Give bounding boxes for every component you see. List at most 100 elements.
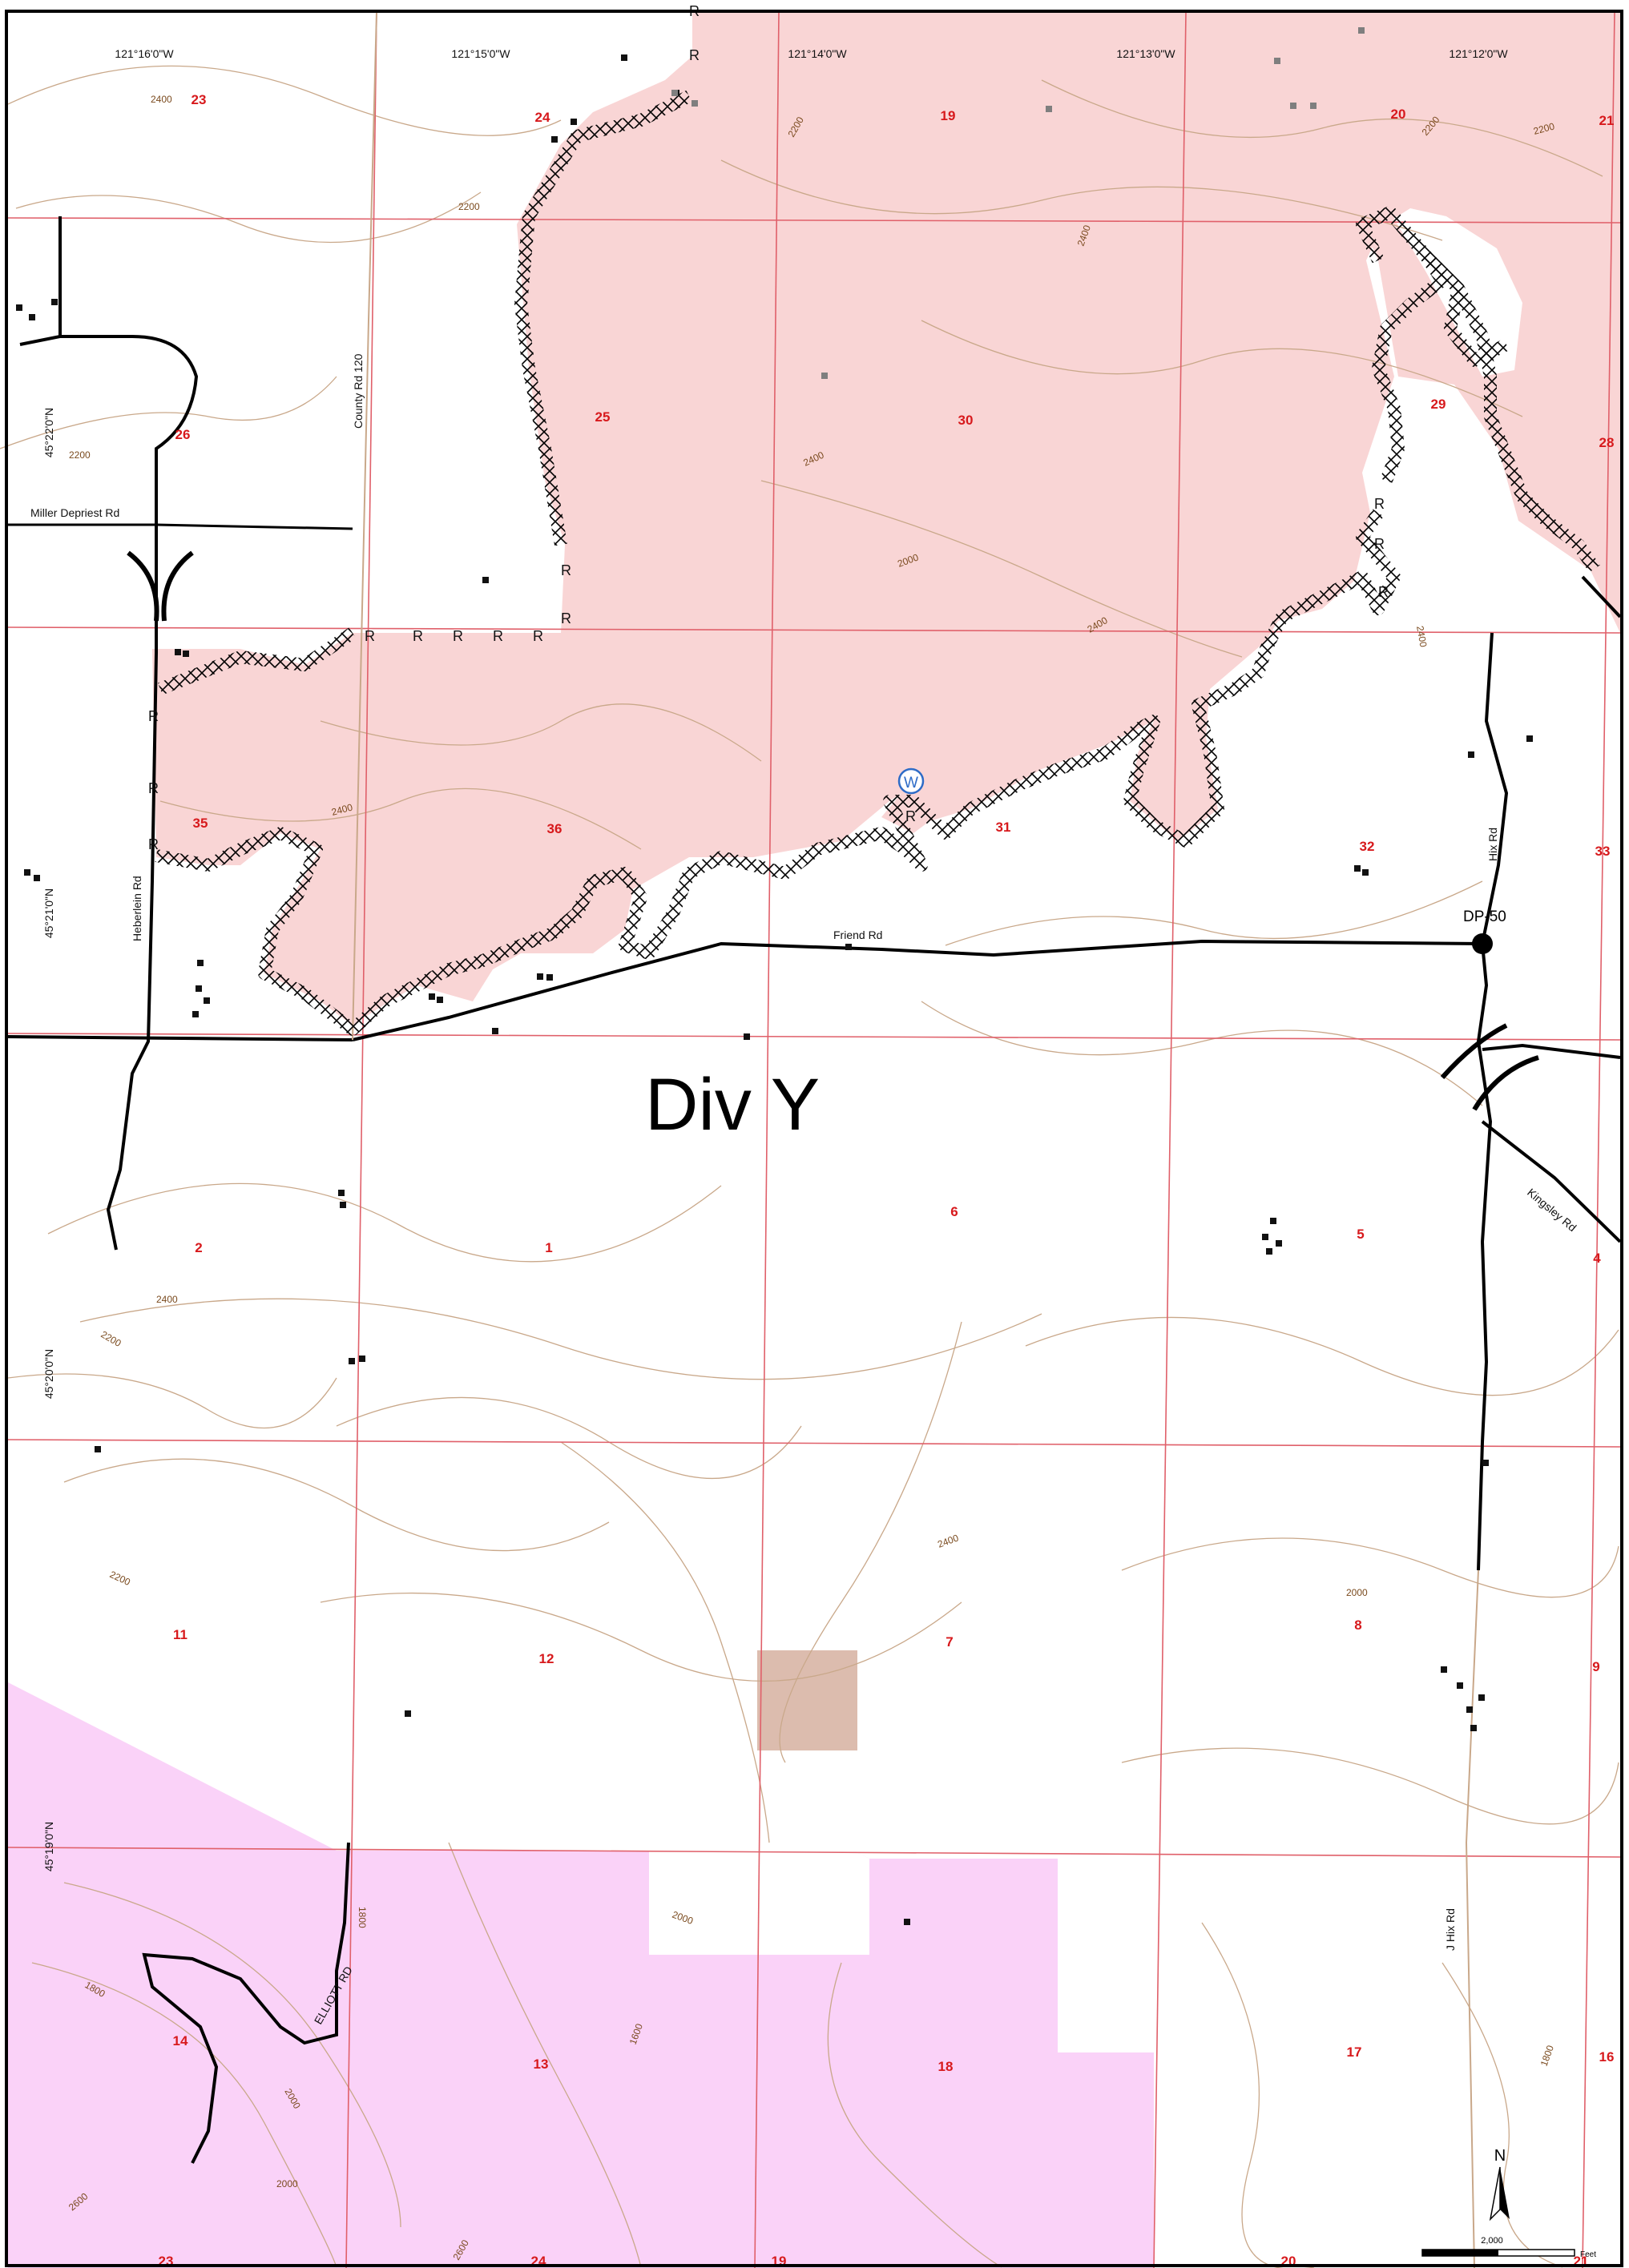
- svg-text:1: 1: [545, 1240, 552, 1255]
- svg-text:121°14'0"W: 121°14'0"W: [788, 47, 847, 60]
- svg-text:13: 13: [534, 2057, 549, 2072]
- burn-area: [152, 12, 1620, 1025]
- white-notch-2: [1058, 1859, 1154, 2052]
- svg-text:6: 6: [950, 1204, 958, 1219]
- svg-text:45°20'0"N: 45°20'0"N: [42, 1349, 55, 1399]
- svg-text:W: W: [904, 775, 918, 792]
- svg-text:R: R: [493, 628, 503, 644]
- svg-text:18: 18: [938, 2059, 954, 2074]
- svg-text:2200: 2200: [99, 1328, 123, 1349]
- svg-text:45°21'0"N: 45°21'0"N: [42, 888, 55, 938]
- svg-text:25: 25: [595, 409, 611, 425]
- svg-text:26: 26: [175, 427, 191, 442]
- svg-text:28: 28: [1599, 435, 1615, 450]
- structure-icon: [16, 54, 1533, 1925]
- svg-text:9: 9: [1592, 1659, 1599, 1674]
- svg-text:121°12'0"W: 121°12'0"W: [1449, 47, 1508, 60]
- svg-text:11: 11: [173, 1627, 187, 1642]
- section-numbers: 23 24 19 20 21 26 25 30 29 28 35 36 31 3…: [159, 92, 1615, 2268]
- svg-text:29: 29: [1431, 397, 1446, 412]
- svg-text:R: R: [148, 836, 159, 852]
- coordinate-labels-top: 121°16'0"W 121°15'0"W 121°14'0"W 121°13'…: [115, 47, 1508, 60]
- svg-text:32: 32: [1360, 839, 1375, 854]
- fire-line-icon: [155, 90, 1600, 1036]
- svg-text:2000: 2000: [1346, 1587, 1368, 1598]
- svg-text:24: 24: [535, 110, 550, 125]
- svg-text:2,000: 2,000: [1481, 2236, 1503, 2246]
- svg-text:33: 33: [1595, 844, 1611, 859]
- label-friend-rd: Friend Rd: [833, 929, 882, 941]
- road-hix: [1476, 943, 1493, 1571]
- road-east-edge: [1482, 1043, 1621, 1059]
- svg-text:2400: 2400: [151, 94, 172, 105]
- svg-text:31: 31: [996, 820, 1011, 835]
- road-county: [352, 11, 377, 1041]
- svg-text:N: N: [1494, 2147, 1506, 2165]
- svg-text:2200: 2200: [458, 201, 480, 212]
- road-elliott: [142, 1842, 350, 2164]
- svg-text:45°19'0"N: 45°19'0"N: [42, 1822, 55, 1871]
- scale-bar: 2,000 Feet: [1421, 2236, 1596, 2259]
- svg-text:121°16'0"W: 121°16'0"W: [115, 47, 174, 60]
- svg-text:R: R: [148, 708, 159, 724]
- map-frame: [5, 10, 1623, 2267]
- svg-text:2: 2: [195, 1240, 202, 1255]
- section-lines: [7, 11, 1621, 2268]
- brown-parcel: [757, 1650, 857, 1750]
- gray-structure-icon: [671, 27, 1365, 379]
- svg-text:19: 19: [941, 108, 956, 123]
- svg-text:R: R: [905, 808, 916, 824]
- roads: [7, 216, 1622, 2164]
- contour-lines: [0, 65, 1619, 2268]
- road-heberlein: [106, 652, 158, 1251]
- svg-text:2200: 2200: [69, 449, 91, 461]
- svg-text:2400: 2400: [936, 1532, 960, 1549]
- svg-text:35: 35: [193, 816, 208, 831]
- svg-text:R: R: [561, 610, 571, 626]
- svg-text:1800: 1800: [357, 1907, 368, 1928]
- svg-text:23: 23: [192, 92, 207, 107]
- svg-text:7: 7: [946, 1634, 953, 1650]
- svg-text:8: 8: [1354, 1617, 1361, 1633]
- svg-text:R: R: [1374, 496, 1385, 512]
- svg-text:R: R: [453, 628, 463, 644]
- label-county-rd-120: County Rd 120: [352, 353, 365, 429]
- label-j-hix-rd: J Hix Rd: [1444, 1908, 1457, 1951]
- svg-text:2400: 2400: [156, 1294, 178, 1305]
- road-northeast: [1581, 575, 1622, 618]
- svg-text:14: 14: [173, 2033, 188, 2048]
- pink-land: [8, 1682, 1154, 2268]
- svg-text:R: R: [413, 628, 423, 644]
- label-heberlein-rd: Heberlein Rd: [131, 876, 143, 941]
- water-source-icon: W: [897, 767, 925, 795]
- svg-text:Feet: Feet: [1580, 2250, 1596, 2259]
- svg-text:R: R: [1374, 536, 1385, 552]
- svg-text:R: R: [689, 47, 700, 63]
- label-hix-rd: Hix Rd: [1486, 828, 1499, 861]
- north-arrow-icon: N: [1489, 2147, 1510, 2222]
- svg-text:17: 17: [1347, 2044, 1362, 2060]
- svg-text:R: R: [365, 628, 375, 644]
- svg-text:121°13'0"W: 121°13'0"W: [1116, 47, 1175, 60]
- svg-text:21: 21: [1599, 113, 1615, 128]
- road-north-edge: [7, 1035, 353, 1041]
- svg-text:2400: 2400: [330, 801, 354, 818]
- railroad-marks: R R R R R R R R R R R R R R R R: [148, 3, 1389, 852]
- svg-text:12: 12: [539, 1651, 554, 1666]
- road-miller: [8, 523, 353, 530]
- svg-text:2400: 2400: [1414, 625, 1429, 648]
- road-jhix: [1465, 1569, 1479, 2268]
- svg-text:2000: 2000: [276, 2178, 298, 2189]
- division-label: Div Y: [645, 1064, 820, 1146]
- svg-text:36: 36: [547, 821, 562, 836]
- svg-text:R: R: [561, 562, 571, 578]
- svg-text:R: R: [148, 780, 159, 796]
- drop-point-icon: DP-50: [1463, 908, 1506, 954]
- road-gap-icon: [127, 550, 194, 622]
- coordinate-labels-left: 45°22'0"N 45°21'0"N 45°20'0"N 45°19'0"N: [42, 408, 55, 1871]
- drop-point-label: DP-50: [1463, 908, 1506, 925]
- svg-text:2200: 2200: [1532, 120, 1556, 137]
- road-hix-north: [1481, 632, 1509, 945]
